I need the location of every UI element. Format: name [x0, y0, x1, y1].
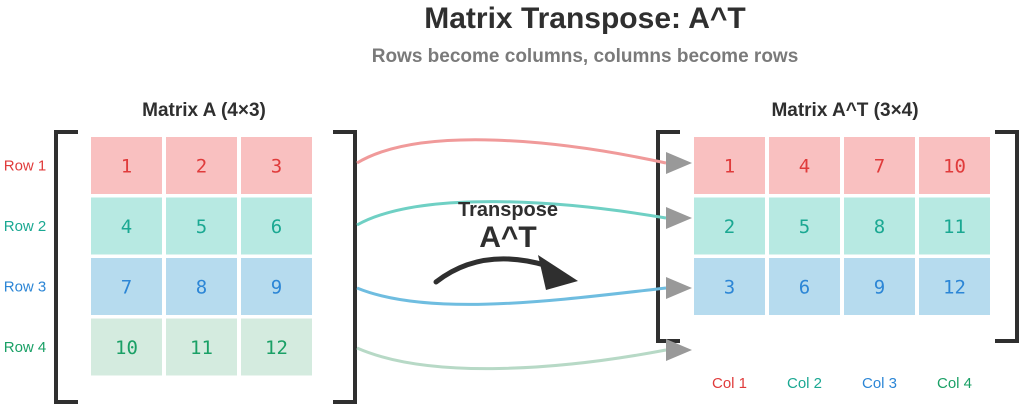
matrix-at-cell-value: 1 [724, 156, 735, 178]
matrix-at-cell [694, 137, 765, 194]
mapping-arrows [356, 138, 692, 371]
matrix-a-cell [166, 318, 237, 376]
matrix-at-cell-value: 3 [724, 277, 735, 299]
arrowhead-icon [666, 277, 692, 299]
matrix-a-cell-value: 6 [271, 216, 282, 238]
matrix-at-cell-value: 4 [799, 156, 810, 178]
column-label: Col 3 [862, 375, 897, 392]
matrix-at-cell [694, 258, 765, 315]
column-label: Col 4 [937, 375, 972, 392]
matrix-a-cell [91, 318, 162, 376]
matrix-at-cell [769, 137, 840, 194]
matrix-a-cell [166, 137, 237, 194]
matrix-a-transpose: 1 4 7 10 2 5 8 11 3 6 9 12 [656, 130, 1019, 343]
matrix-a-cell [241, 197, 312, 255]
matrix-a-cell [241, 137, 312, 194]
arrowhead-icon [666, 339, 692, 361]
matrix-at-cell-value: 5 [799, 216, 810, 238]
matrix-a-cell [91, 197, 162, 255]
matrix-at-cell-value: 8 [874, 216, 885, 238]
matrix-a-cell-value: 2 [196, 156, 207, 178]
matrix-a-cell [241, 318, 312, 376]
arrowhead-icon [666, 207, 692, 229]
matrix-at-cell-value: 11 [943, 216, 966, 238]
mapping-arrow [356, 138, 667, 165]
matrix-a-cell-value: 10 [115, 337, 138, 359]
matrix-at-cell-value: 7 [874, 156, 885, 178]
transpose-symbol: A^T [479, 221, 537, 254]
matrix-at-cell [919, 137, 990, 194]
column-labels: Col 1 Col 2 Col 3 Col 4 [712, 375, 972, 392]
matrix-at-cell [844, 137, 915, 194]
matrix-a-cell-value: 3 [271, 156, 282, 178]
matrix-a-left-bracket [54, 130, 78, 404]
matrix-a-cell-value: 7 [121, 277, 132, 299]
row-labels: Row 1 Row 2 Row 3 Row 4 [4, 158, 47, 357]
mapping-arrow [356, 346, 667, 371]
matrix-a-cell [91, 137, 162, 194]
matrix-a-cell [241, 258, 312, 315]
matrix-at-cell-value: 10 [943, 156, 966, 178]
matrix-a-cell-value: 8 [196, 277, 207, 299]
matrix-a-cell [166, 197, 237, 255]
matrix-a-cell-value: 11 [190, 337, 213, 359]
curved-arrow-icon [433, 255, 578, 290]
matrix-a-label: Matrix A (4×3) [142, 100, 266, 121]
matrix-at-cell [844, 197, 915, 255]
arrowhead-icon [666, 152, 692, 174]
mapping-arrow [356, 200, 667, 227]
matrix-at-cell-value: 6 [799, 277, 810, 299]
matrix-at-cell-value: 9 [874, 277, 885, 299]
matrix-a-cell-value: 1 [121, 156, 132, 178]
matrix-at-cell [694, 197, 765, 255]
matrix-at-cell [844, 258, 915, 315]
matrix-at-cell [919, 197, 990, 255]
mapping-arrow [356, 286, 667, 306]
page-title: Matrix Transpose: A^T [424, 2, 745, 35]
matrix-a-cell [166, 258, 237, 315]
row-label: Row 4 [4, 339, 47, 356]
matrix-at-cell-value: 12 [943, 277, 966, 299]
column-label: Col 2 [787, 375, 822, 392]
matrix-at-cell [769, 258, 840, 315]
row-label: Row 3 [4, 279, 47, 296]
matrix-at-cell [769, 197, 840, 255]
matrix-a-cell-value: 12 [265, 337, 288, 359]
row-label: Row 2 [4, 218, 47, 235]
matrix-at-cell [919, 258, 990, 315]
matrix-a-cell-value: 4 [121, 216, 132, 238]
matrix-at-cell-value: 2 [724, 216, 735, 238]
matrix-a-right-bracket [333, 130, 357, 404]
column-label: Col 1 [712, 375, 747, 392]
matrix-at-label: Matrix A^T (3×4) [771, 100, 918, 121]
matrix-a-cell [91, 258, 162, 315]
matrix-at-right-bracket [995, 130, 1019, 343]
transpose-label: Transpose [458, 199, 558, 221]
matrix-a-cell-value: 5 [196, 216, 207, 238]
page-subtitle: Rows become columns, columns become rows [372, 46, 799, 67]
matrix-a-cell-value: 9 [271, 277, 282, 299]
row-label: Row 1 [4, 158, 47, 175]
